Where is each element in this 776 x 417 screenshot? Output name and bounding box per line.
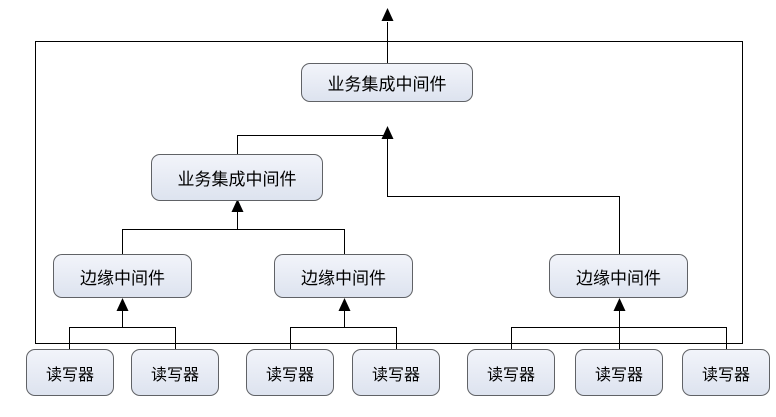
- right-edge-to-top-line: [387, 133, 620, 254]
- integration-middleware-top: 业务集成中间件: [301, 63, 473, 102]
- reader-1: 读写器: [26, 349, 114, 396]
- edge-middleware-right: 边缘中间件: [549, 254, 688, 298]
- edge-middleware-middle: 边缘中间件: [274, 254, 413, 298]
- edges-to-mid-line: [122, 229, 345, 254]
- arrowhead-edge-right: [613, 298, 626, 311]
- edge-middleware-left: 边缘中间件: [53, 254, 192, 298]
- reader-2: 读写器: [131, 349, 219, 396]
- mid-to-top-line: [237, 135, 388, 154]
- readers-to-edge-middle-line: [290, 327, 397, 349]
- reader-7: 读写器: [682, 349, 770, 396]
- reader-6: 读写器: [575, 349, 663, 396]
- reader-4: 读写器: [352, 349, 440, 396]
- arrowhead-output: [381, 8, 394, 21]
- integration-middleware-mid: 业务集成中间件: [151, 154, 323, 201]
- readers-to-edge-left-line: [69, 327, 176, 349]
- reader-3: 读写器: [246, 349, 334, 396]
- arrowhead-mid-input: [231, 199, 244, 212]
- arrowhead-edge-middle: [338, 298, 351, 311]
- arrowhead-edge-left: [116, 298, 129, 311]
- arrowhead-top-input: [381, 126, 394, 139]
- reader-5: 读写器: [467, 349, 555, 396]
- system-boundary: [35, 41, 743, 344]
